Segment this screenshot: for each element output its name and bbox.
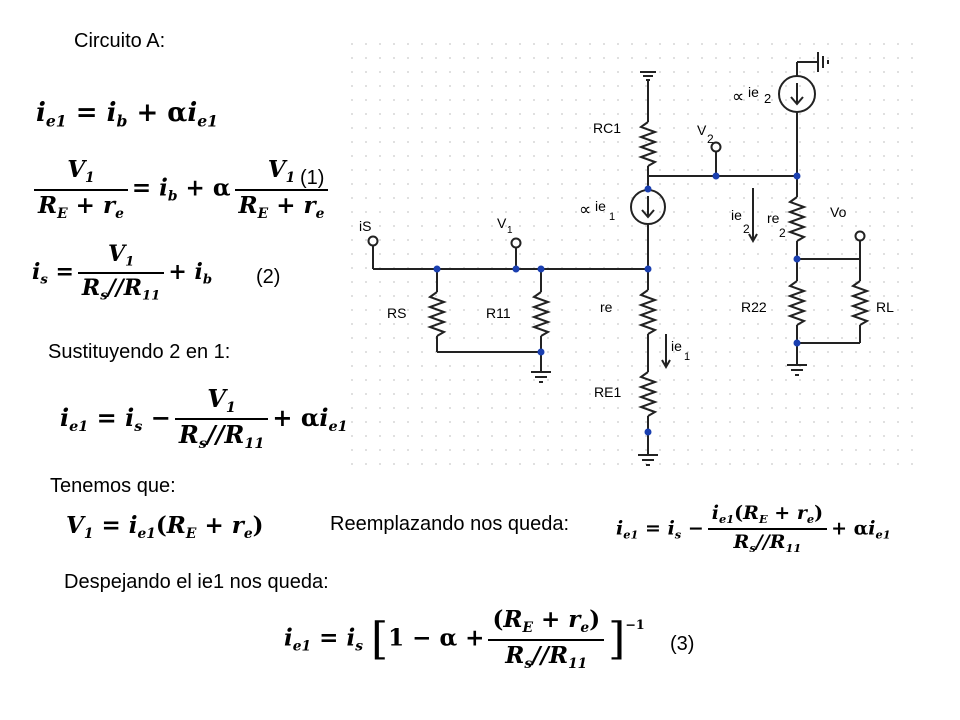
- label-node-v2: V: [697, 122, 707, 138]
- junction-dot: [644, 265, 652, 273]
- label-node-v2-sub: 2: [707, 132, 714, 146]
- label-re1: RE1: [594, 384, 621, 400]
- label-source1-ie: ie: [595, 198, 606, 214]
- tenemos-label: Tenemos que:: [50, 475, 176, 497]
- label-rc1: RC1: [593, 120, 621, 136]
- equation-3: ie1 = is [1 − α +(RE + re)Rs//R11]−1: [284, 606, 645, 672]
- label-rl: RL: [876, 299, 894, 315]
- equation-a: ie1 = ib + αie1: [36, 98, 218, 131]
- ground-symbol-r11: [531, 371, 551, 383]
- node-v1-terminal: [510, 237, 522, 249]
- label-ie2-sub: 2: [743, 222, 750, 236]
- despejando-label: Despejando el ie1 nos queda:: [64, 571, 329, 593]
- label-ie2: ie: [731, 207, 742, 223]
- junction-dot: [793, 255, 801, 263]
- junction-dot: [537, 265, 545, 273]
- junction-dot: [793, 172, 801, 180]
- label-node-vo: Vo: [830, 204, 847, 220]
- node-vo-terminal: [854, 230, 866, 242]
- grid-background: [345, 40, 920, 475]
- label-node-v1: V: [497, 215, 507, 231]
- junction-dot: [433, 265, 441, 273]
- label-source2-alpha: ∝: [732, 87, 744, 106]
- equation-replaced: ie1 = is −ie1(RE + re)Rs//R11+ αie1: [616, 502, 891, 556]
- label-node-v1-sub: 1: [507, 225, 513, 236]
- junction-dot: [644, 185, 652, 193]
- node-v2-terminal: [710, 141, 722, 153]
- resistor-rl: [850, 280, 870, 326]
- label-re2-sub: 2: [779, 226, 786, 240]
- resistor-re1: [638, 371, 658, 417]
- junction-dot: [712, 172, 720, 180]
- resistor-re: [638, 289, 658, 335]
- ground-symbol-right: [787, 364, 807, 376]
- label-ie1-sub: 1: [684, 351, 690, 363]
- current-arrow-ie1: [661, 334, 671, 370]
- label-source2-ie: ie: [748, 84, 759, 100]
- resistor-rs: [427, 291, 447, 337]
- resistor-r11: [531, 291, 551, 337]
- junction-dot: [512, 265, 520, 273]
- current-arrow-ie2: [748, 188, 758, 244]
- junction-dot: [537, 348, 545, 356]
- node-is-terminal: [367, 235, 379, 247]
- equation-number-3: (3): [670, 633, 695, 655]
- label-re: re: [600, 299, 613, 315]
- ground-symbol-right-top: [797, 52, 829, 72]
- label-node-is: iS: [359, 218, 371, 234]
- label-r22: R22: [741, 299, 767, 315]
- label-re2: re: [767, 210, 780, 226]
- equation-v1: V1 = ie1(RE + re): [66, 512, 264, 542]
- reemplazando-label: Reemplazando nos queda:: [330, 513, 570, 535]
- junction-dot: [793, 339, 801, 347]
- resistor-r22: [787, 280, 807, 326]
- label-source1-sub: 1: [609, 211, 615, 223]
- junction-dot: [644, 428, 652, 436]
- ground-symbol-top: [640, 71, 656, 122]
- sustituyendo-label: Sustituyendo 2 en 1:: [48, 341, 231, 363]
- label-source1-alpha: ∝: [579, 200, 591, 219]
- resistor-rc1: [638, 121, 658, 167]
- label-rs: RS: [387, 305, 406, 321]
- equation-number-1: (1): [300, 167, 325, 189]
- resistor-re2: [787, 196, 807, 242]
- ground-symbol-re1: [638, 454, 658, 466]
- page-title: Circuito A:: [74, 30, 166, 52]
- label-source2-sub: 2: [764, 91, 771, 106]
- equation-number-2: (2): [256, 266, 281, 288]
- label-ie1: ie: [671, 338, 682, 354]
- label-r11: R11: [486, 305, 511, 321]
